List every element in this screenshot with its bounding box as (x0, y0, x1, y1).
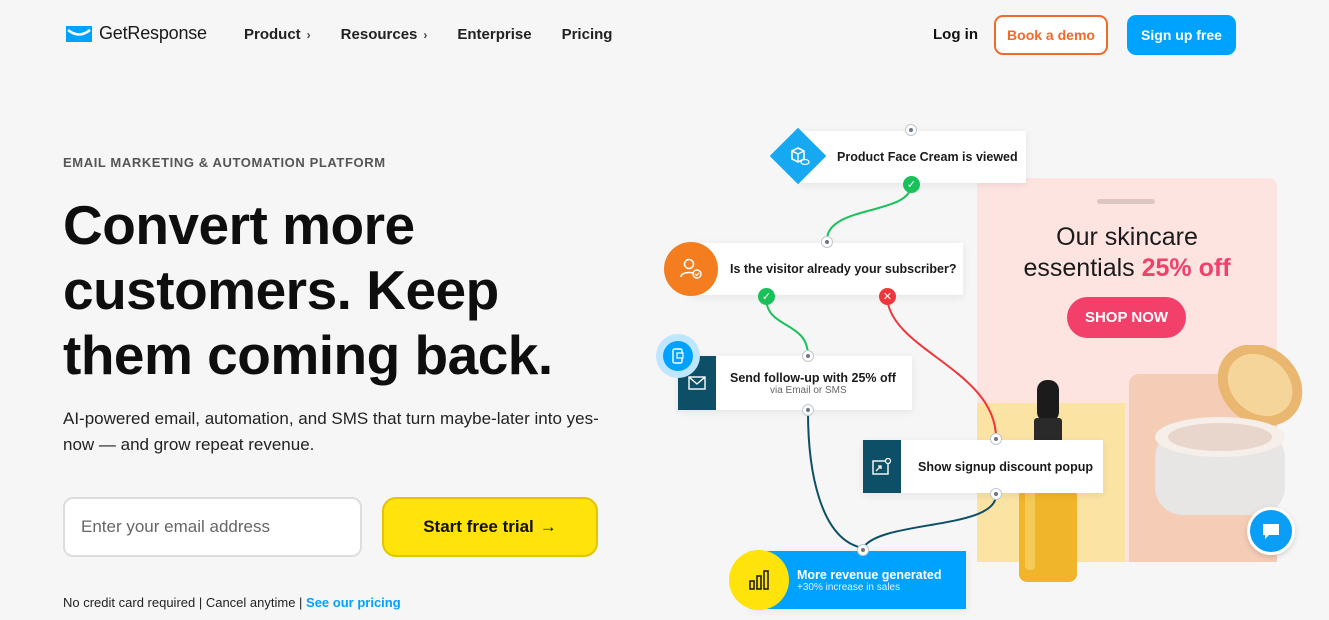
arrow-right-icon: → (539, 517, 557, 536)
site-header: GetResponse Product › Resources › Enterp… (0, 0, 1329, 70)
hero-footnote: No credit card required | Cancel anytime… (63, 595, 401, 610)
nav-enterprise-label: Enterprise (457, 26, 532, 43)
flow-revenue-sub: +30% increase in sales (797, 581, 901, 593)
nav-enterprise[interactable]: Enterprise (457, 26, 531, 43)
chevron-right-icon: › (423, 27, 428, 42)
promo-discount: 25% off (1141, 254, 1231, 282)
flow-revenue-title: More revenue generated (797, 567, 942, 582)
promo-title-text: essentials (1023, 254, 1142, 282)
login-link[interactable]: Log in (933, 26, 978, 43)
start-trial-label: Start free trial (423, 517, 534, 536)
connector-dot (990, 488, 1002, 500)
flow-card-revenue: More revenue generated +30% increase in … (750, 551, 966, 609)
connector-dot (802, 350, 814, 362)
flow-card-viewed: Product Face Cream is viewed (800, 131, 1026, 183)
promo-title: Our skincare essentials 25% off (977, 222, 1277, 284)
phone-icon (672, 348, 684, 364)
signup-button[interactable]: Sign up free (1127, 15, 1236, 55)
bar-chart-badge (729, 550, 789, 610)
logo[interactable]: GetResponse (65, 23, 207, 44)
chevron-right-icon: › (306, 27, 311, 42)
user-check-icon (680, 258, 702, 279)
promo-title-line2: essentials 25% off (977, 253, 1277, 284)
logo-icon (66, 25, 92, 42)
hero-eyebrow: EMAIL MARKETING & AUTOMATION PLATFORM (63, 155, 386, 170)
user-check-badge (664, 242, 718, 296)
chat-icon (1263, 524, 1279, 539)
promo-title-line1: Our skincare (1056, 223, 1198, 251)
cross-icon: ✕ (879, 288, 896, 305)
nav-pricing[interactable]: Pricing (562, 26, 613, 43)
check-icon: ✓ (903, 176, 920, 193)
nav-product-label: Product (244, 26, 301, 43)
nav-product[interactable]: Product › (244, 26, 311, 43)
email-input[interactable] (63, 497, 362, 557)
flow-popup-label: Show signup discount popup (918, 459, 1093, 474)
cube-eye-icon (791, 147, 810, 166)
flow-viewed-label: Product Face Cream is viewed (837, 150, 1018, 164)
nav-resources-label: Resources (340, 26, 418, 43)
shop-now-button[interactable]: SHOP NOW (1067, 297, 1186, 338)
connector-dot (990, 433, 1002, 445)
popup-icon (872, 457, 892, 475)
see-pricing-link[interactable]: See our pricing (306, 595, 401, 610)
logo-text: GetResponse (99, 23, 207, 43)
phone-badge-inner (663, 341, 693, 371)
bar-chart-icon (749, 570, 769, 590)
popup-tile (863, 440, 901, 493)
flow-card-popup: Show signup discount popup (863, 440, 1103, 493)
flow-card-subscriber: Is the visitor already your subscriber? (690, 243, 963, 295)
hero-headline: Convert more customers. Keep them coming… (63, 194, 553, 386)
book-demo-button[interactable]: Book a demo (994, 15, 1108, 55)
chat-button[interactable] (1247, 507, 1295, 555)
check-icon: ✓ (758, 288, 775, 305)
flow-followup-title: Send follow-up with 25% off (730, 370, 896, 385)
hero-subtext: AI-powered email, automation, and SMS th… (63, 409, 599, 454)
nav-pricing-label: Pricing (561, 26, 613, 43)
connector-dot (802, 404, 814, 416)
cream-jar-image (1155, 345, 1303, 515)
phone-badge (656, 334, 700, 378)
flow-followup-sub: via Email or SMS (770, 384, 847, 396)
footnote-text: No credit card required | Cancel anytime… (63, 595, 307, 610)
main-nav: Product › Resources › Enterprise Pricing (244, 26, 642, 43)
mail-icon (688, 376, 706, 390)
connector-dot (821, 236, 833, 248)
start-trial-button[interactable]: Start free trial → (382, 497, 598, 557)
connector-dot (857, 544, 869, 556)
panel-handle (1097, 199, 1155, 204)
flow-card-followup: Send follow-up with 25% off via Email or… (678, 356, 912, 410)
nav-resources[interactable]: Resources › (341, 26, 428, 43)
flow-subscriber-label: Is the visitor already your subscriber? (730, 262, 957, 276)
connector-dot (905, 124, 917, 136)
